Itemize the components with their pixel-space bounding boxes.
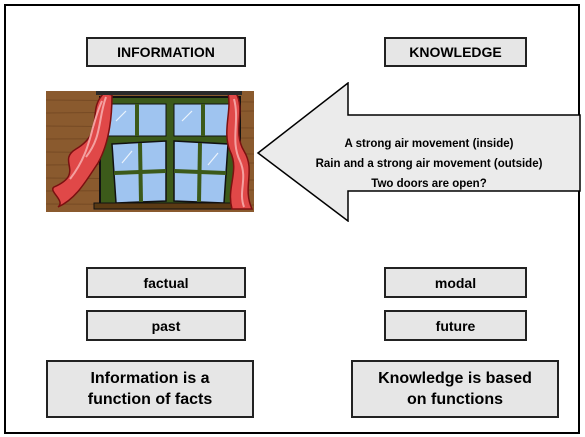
arrow-line-2: Rain and a strong air movement (outside) [315,158,543,170]
left-arrow-icon [256,82,581,222]
arrow-line-1: A strong air movement (inside) [344,138,514,150]
information-summary-line-2: function of facts [87,391,213,408]
knowledge-summary-line-1: Knowledge is based [378,370,532,387]
information-header: INFORMATION [86,37,246,67]
knowledge-summary-line-2: on functions [407,391,503,408]
arrow-line-3: Two doors are open? [371,178,487,190]
arrow-text: A strong air movement (inside) Rain and … [286,134,572,194]
modal-box: modal [384,267,527,298]
information-summary-box: Information is a function of facts [46,360,254,418]
future-box: future [384,310,527,341]
factual-box: factual [86,267,246,298]
information-summary-line-1: Information is a [90,370,210,387]
knowledge-header: KNOWLEDGE [384,37,527,67]
open-window-with-curtains-icon [46,91,254,212]
past-box: past [86,310,246,341]
knowledge-summary-box: Knowledge is based on functions [351,360,559,418]
